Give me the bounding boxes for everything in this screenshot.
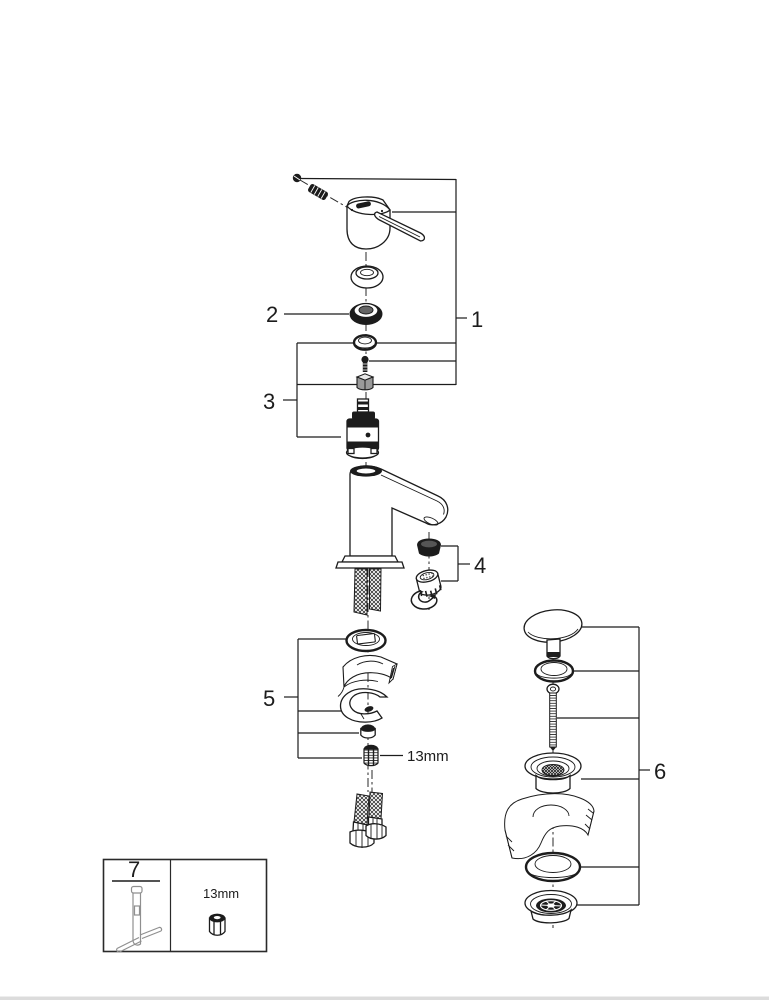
- handle-screw: [292, 173, 302, 183]
- drain-body: [524, 889, 578, 924]
- callout-4-label: 4: [474, 553, 486, 578]
- stabilizer-wedge: [337, 654, 398, 697]
- callout-6-leaders: [557, 626, 650, 906]
- drain-plug-cap: [523, 609, 583, 660]
- callout-6-label: 6: [654, 759, 666, 784]
- cartridge-screw: [361, 355, 369, 372]
- drain-rod: [546, 683, 560, 751]
- sink-cutaway: [504, 793, 595, 860]
- supply-hoses-upper: [353, 568, 382, 616]
- drain-flange: [524, 752, 582, 794]
- callout-4-leaders: [441, 545, 470, 582]
- cartridge: [345, 398, 380, 460]
- retaining-ring: [352, 334, 378, 351]
- tool-size-annotation: 13mm: [203, 886, 239, 901]
- page-edge: [0, 996, 769, 1000]
- tool-box: [102, 858, 268, 953]
- grub-screw: [308, 184, 328, 200]
- callout-3-label: 3: [263, 389, 275, 414]
- horseshoe-washer: [339, 688, 389, 723]
- mounting-nut: [360, 724, 376, 739]
- socket-wrench-tool: [116, 885, 163, 953]
- threaded-stud: [363, 744, 379, 767]
- lever-handle: [346, 196, 426, 250]
- aerator: [415, 569, 442, 597]
- callout-3-leaders: [283, 342, 456, 438]
- cap-ring: [349, 302, 383, 325]
- stud-size-annotation: 13mm: [407, 748, 449, 765]
- supply-hose-ends: [349, 791, 387, 848]
- callout-1-label: 1: [471, 307, 483, 332]
- drain-seal-ring: [533, 659, 575, 683]
- callout-5-label: 5: [263, 686, 275, 711]
- hex-nut-13mm: [208, 913, 226, 936]
- dome-ring: [350, 265, 384, 289]
- spout-seal: [417, 538, 441, 557]
- faucet-body: [335, 465, 449, 569]
- callout-1-leaders: [300, 177, 467, 385]
- drain-flat-seal: [524, 851, 582, 883]
- callout-7-label: 7: [128, 857, 140, 882]
- aerator-key: [410, 590, 438, 610]
- base-gasket: [345, 628, 387, 653]
- callout-2-label: 2: [266, 302, 278, 327]
- cartridge-nut: [355, 373, 375, 391]
- callout-5-leaders: [284, 638, 403, 759]
